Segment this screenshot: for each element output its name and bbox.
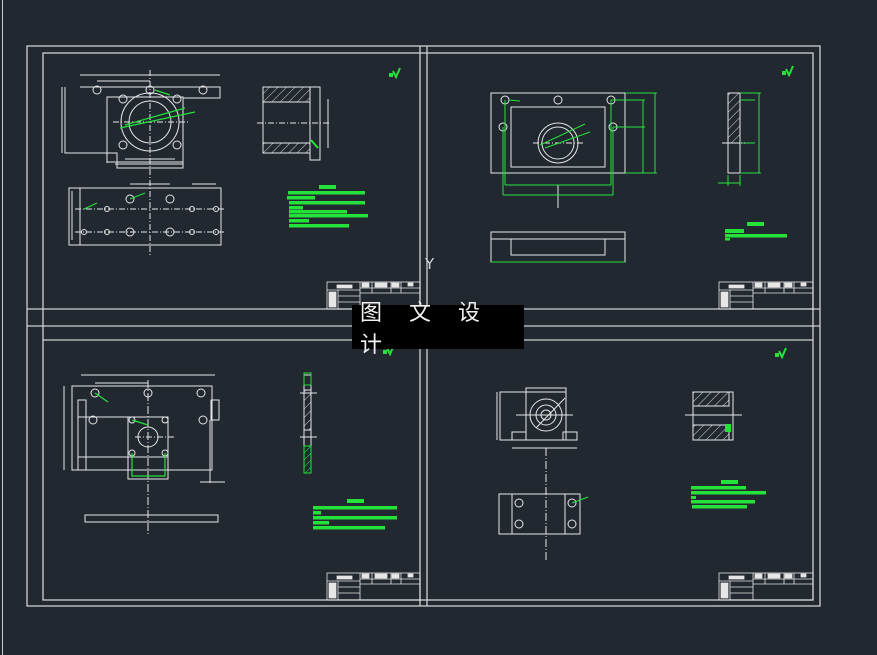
- flange-plan-view: [68, 180, 225, 257]
- mounting-plate-front-view: [63, 374, 225, 535]
- bushing-section-view: [685, 391, 742, 441]
- technical-notes-block: [313, 499, 397, 530]
- sleeve-section-view: [257, 86, 330, 161]
- plate-bottom-view: [84, 514, 219, 523]
- mounting-plate-dimensions: [94, 392, 166, 477]
- plate-side-section: [718, 92, 761, 186]
- plate-bottom-view: [490, 231, 626, 263]
- plan-dimensions: [83, 192, 146, 210]
- bearing-block-plan-view: [498, 493, 581, 535]
- ucs-y-axis-icon: Y: [425, 255, 435, 273]
- technical-notes-block: [725, 222, 787, 241]
- title-block: [326, 572, 421, 601]
- technical-notes-block: [287, 185, 368, 228]
- bearing-block-front-view: [496, 387, 578, 560]
- plate-dimensions: [502, 92, 657, 196]
- roughness-symbol-icon: [775, 347, 787, 360]
- watermark-banner: 图 文 设 计: [352, 301, 524, 358]
- title-block: [718, 281, 814, 310]
- technical-notes-block: [691, 480, 766, 509]
- sheet-bottom-right[interactable]: [496, 347, 814, 601]
- sheet-top-left[interactable]: [61, 67, 421, 310]
- watermark-text: 图 文 设 计: [360, 301, 490, 358]
- flange-dimensions: [119, 89, 196, 129]
- thin-bar-side-view: [300, 372, 317, 474]
- title-block: [718, 572, 814, 601]
- roughness-symbol-icon: [782, 65, 794, 78]
- sheet-top-right[interactable]: [490, 65, 814, 310]
- sheet-bottom-left[interactable]: [63, 344, 421, 601]
- flange-front-view: [61, 70, 221, 178]
- title-block: [326, 281, 421, 310]
- roughness-symbol-icon: [389, 67, 401, 80]
- plate-front-view: [490, 92, 626, 208]
